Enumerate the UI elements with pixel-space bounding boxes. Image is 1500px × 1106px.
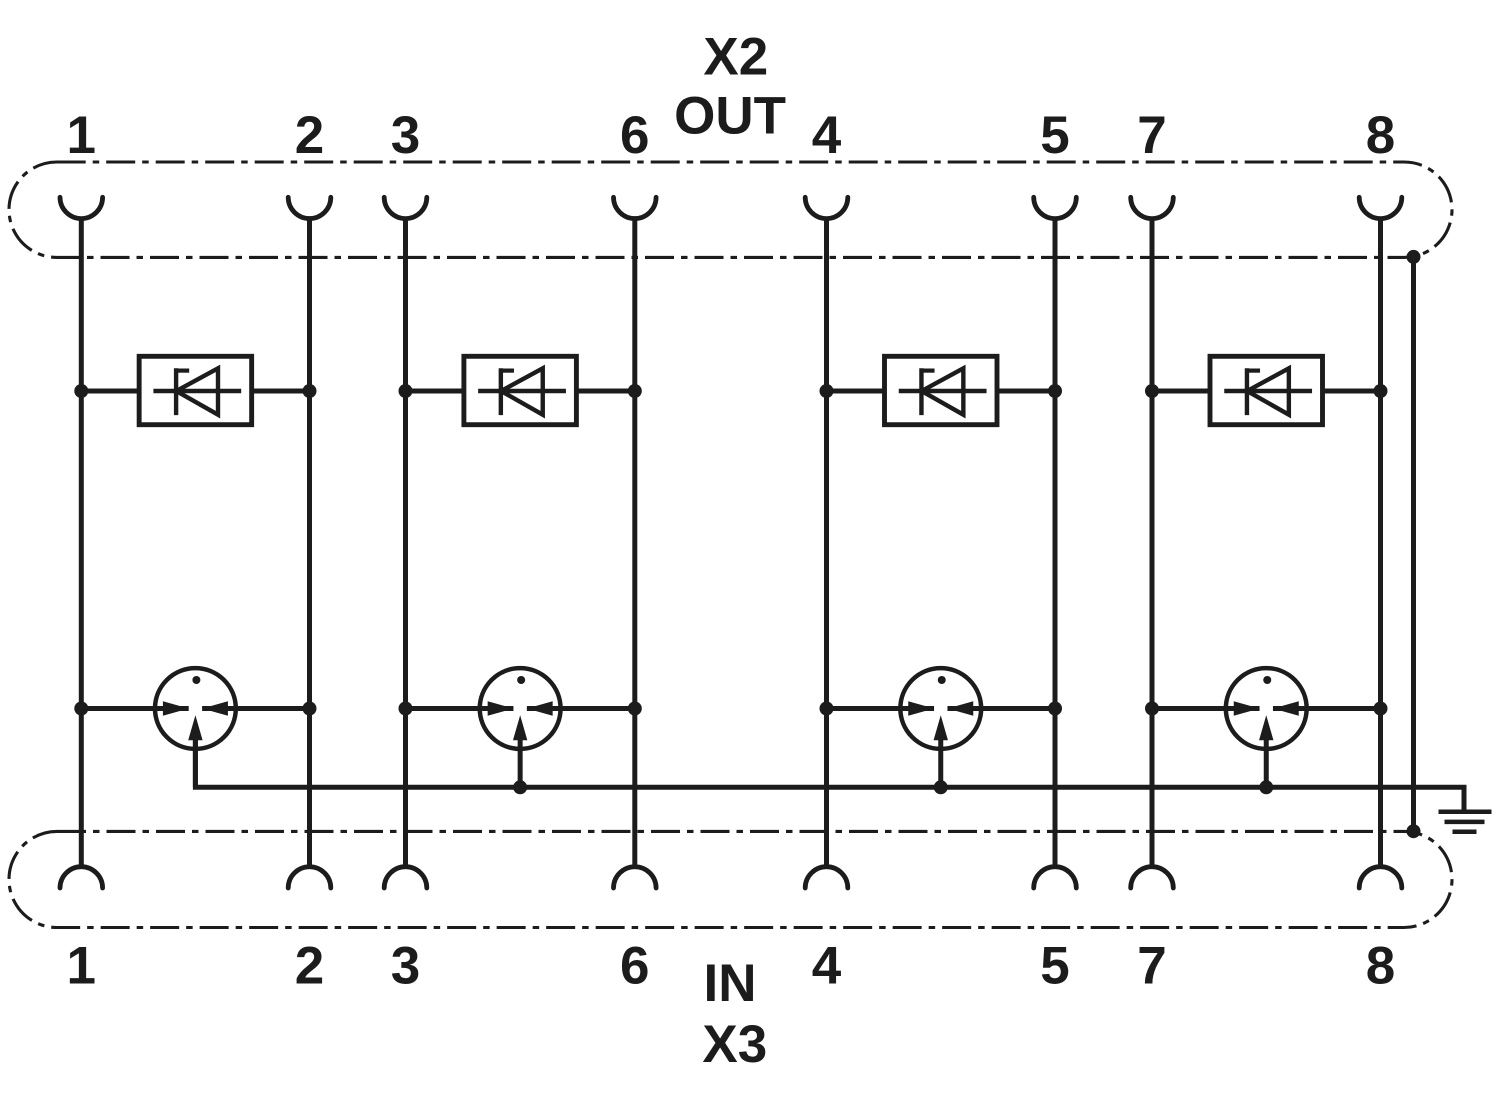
svg-text:IN: IN <box>704 954 757 1013</box>
svg-text:OUT: OUT <box>674 87 786 146</box>
svg-text:2: 2 <box>295 937 324 996</box>
svg-text:5: 5 <box>1040 937 1069 996</box>
svg-text:4: 4 <box>812 106 842 165</box>
svg-text:2: 2 <box>295 106 324 165</box>
svg-text:X2: X2 <box>703 27 768 86</box>
svg-text:1: 1 <box>67 937 96 996</box>
svg-text:7: 7 <box>1137 106 1166 165</box>
svg-text:6: 6 <box>620 937 649 996</box>
svg-text:3: 3 <box>391 937 420 996</box>
svg-text:8: 8 <box>1366 937 1395 996</box>
svg-text:5: 5 <box>1040 106 1069 165</box>
svg-text:4: 4 <box>812 937 842 996</box>
svg-text:1: 1 <box>67 106 96 165</box>
svg-text:X3: X3 <box>702 1015 767 1074</box>
svg-text:6: 6 <box>620 106 649 165</box>
svg-text:8: 8 <box>1366 106 1395 165</box>
svg-text:3: 3 <box>391 106 420 165</box>
svg-text:7: 7 <box>1137 937 1166 996</box>
